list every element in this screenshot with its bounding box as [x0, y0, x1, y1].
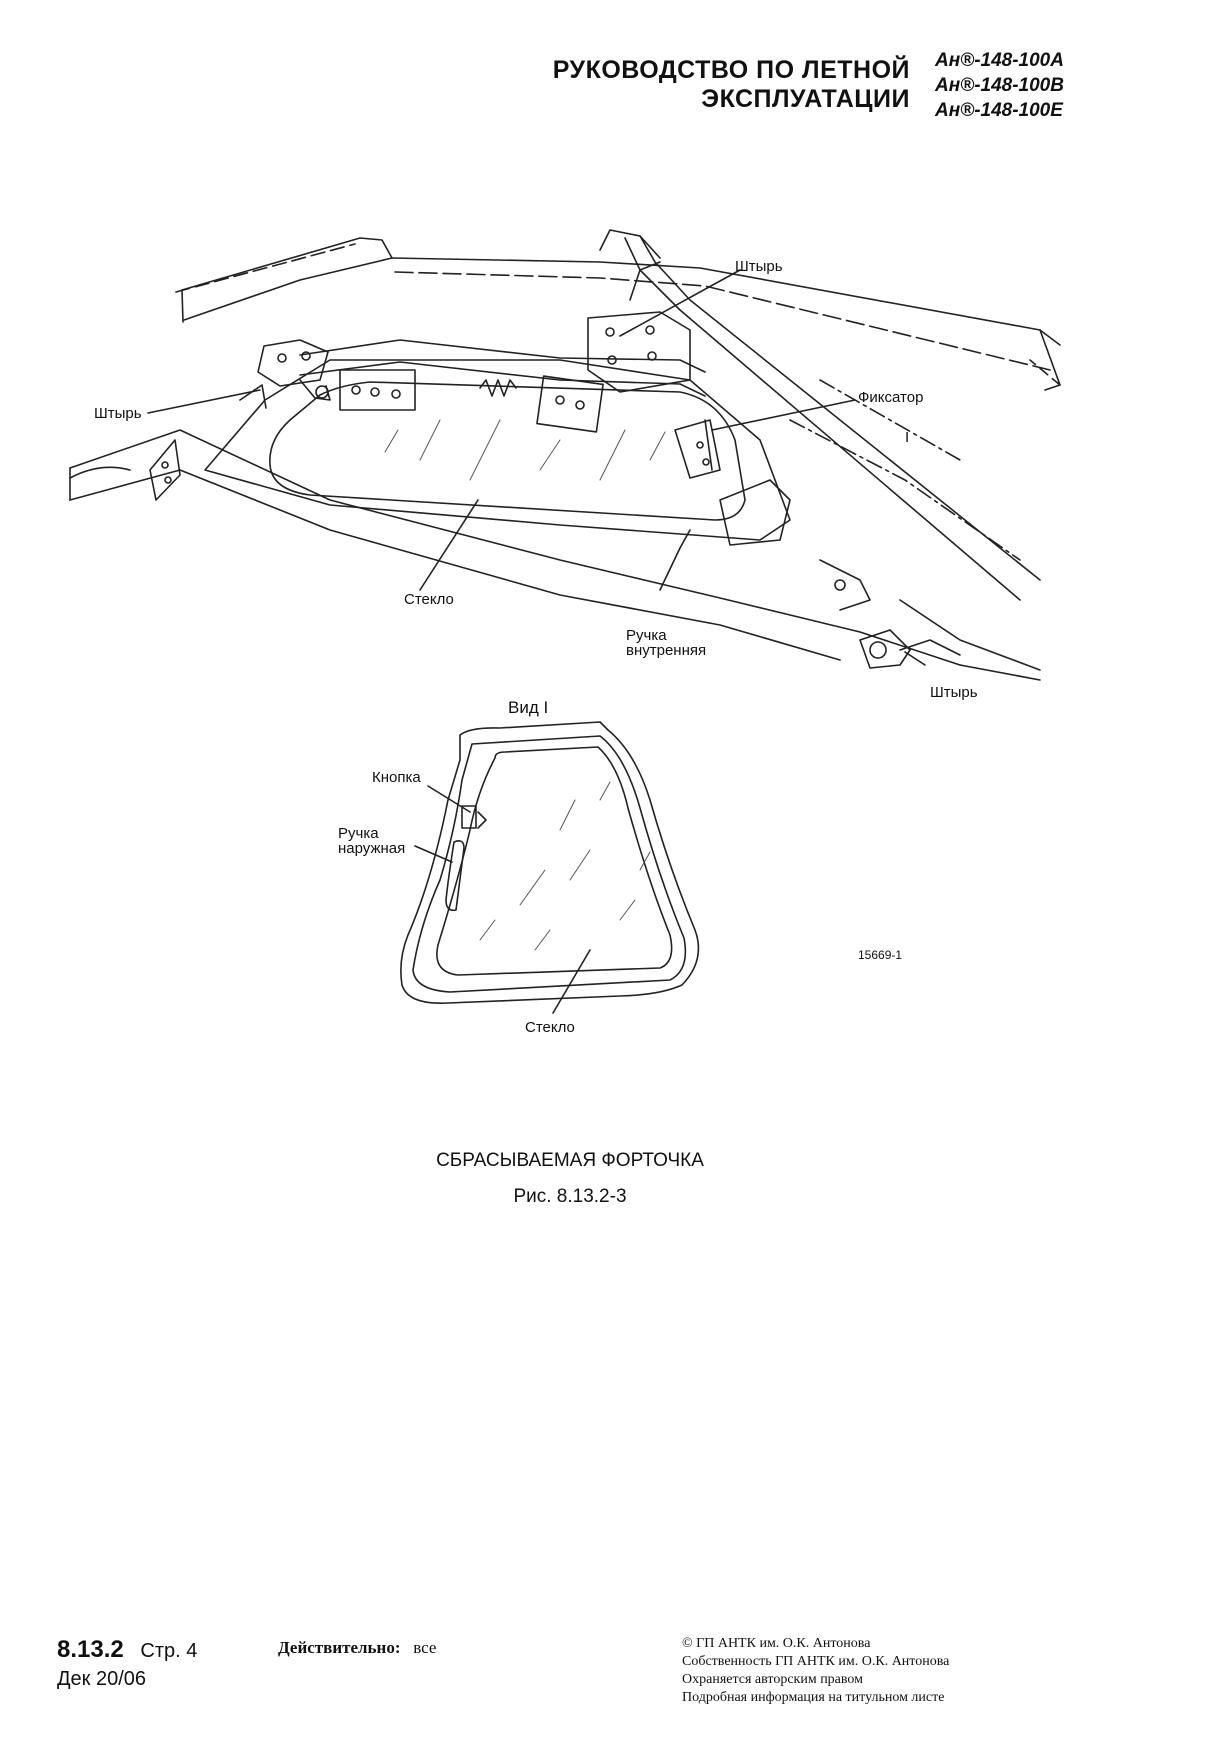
label-latch: Фиксатор [858, 389, 924, 406]
aircraft-models: Ан®-148-100А Ан®-148-100В Ан®-148-100Е [935, 48, 1155, 123]
copyright-line: Собственность ГП АНТК им. О.К. Антонова [682, 1654, 950, 1669]
label-glass-view: Стекло [525, 1019, 575, 1036]
label-view-marker: I [905, 429, 910, 446]
label-glass-top: Стекло [404, 591, 454, 608]
label-inner-handle-line1: Ручка [626, 627, 667, 644]
label-inner-handle-line2: внутренняя [626, 642, 707, 659]
model-e: Ан®-148-100Е [935, 100, 1063, 121]
footer-section: 8.13.2 Стр. 4 [57, 1636, 197, 1664]
copyright-line: Охраняется авторским правом [682, 1672, 864, 1687]
label-pin-left: Штырь [94, 405, 142, 422]
label-pin-bottom: Штырь [930, 684, 978, 701]
effectivity-value: все [413, 1638, 437, 1657]
label-pin-top: Штырь [735, 258, 783, 275]
label-outer-handle-line1: Ручка [338, 825, 379, 842]
window-view-i [400, 721, 700, 1014]
copyright-block: © ГП АНТК им. О.К. Антонова Собственност… [682, 1635, 1082, 1707]
copyright-line: Подробная информация на титульном листе [682, 1690, 945, 1705]
effectivity-label: Действительно: [278, 1638, 401, 1657]
manual-title: РУКОВОДСТВО ПО ЛЕТНОЙ ЭКСПЛУАТАЦИИ [470, 56, 910, 114]
model-b: Ан®-148-100В [935, 75, 1064, 96]
manual-title-line1: РУКОВОДСТВО ПО ЛЕТНОЙ [552, 56, 910, 84]
model-a: Ан®-148-100А [935, 50, 1064, 71]
view-i-title: Вид I [508, 698, 549, 717]
section-number: 8.13.2 [57, 1636, 124, 1663]
drawing-number: 15669-1 [858, 948, 903, 962]
revision-date: Дек 20/06 [57, 1668, 147, 1690]
window-assembly-isometric [69, 229, 1061, 681]
label-button: Кнопка [372, 769, 421, 786]
label-outer-handle-line2: наружная [338, 840, 406, 857]
copyright-line: © ГП АНТК им. О.К. Антонова [682, 1636, 871, 1651]
effectivity: Действительно: все [278, 1638, 436, 1658]
manual-title-line2: ЭКСПЛУАТАЦИИ [701, 85, 910, 113]
figure-number: Рис. 8.13.2-3 [513, 1186, 627, 1207]
page-number: Стр. 4 [140, 1640, 198, 1662]
figure-title: СБРАСЫВАЕМАЯ ФОРТОЧКА [436, 1150, 704, 1171]
